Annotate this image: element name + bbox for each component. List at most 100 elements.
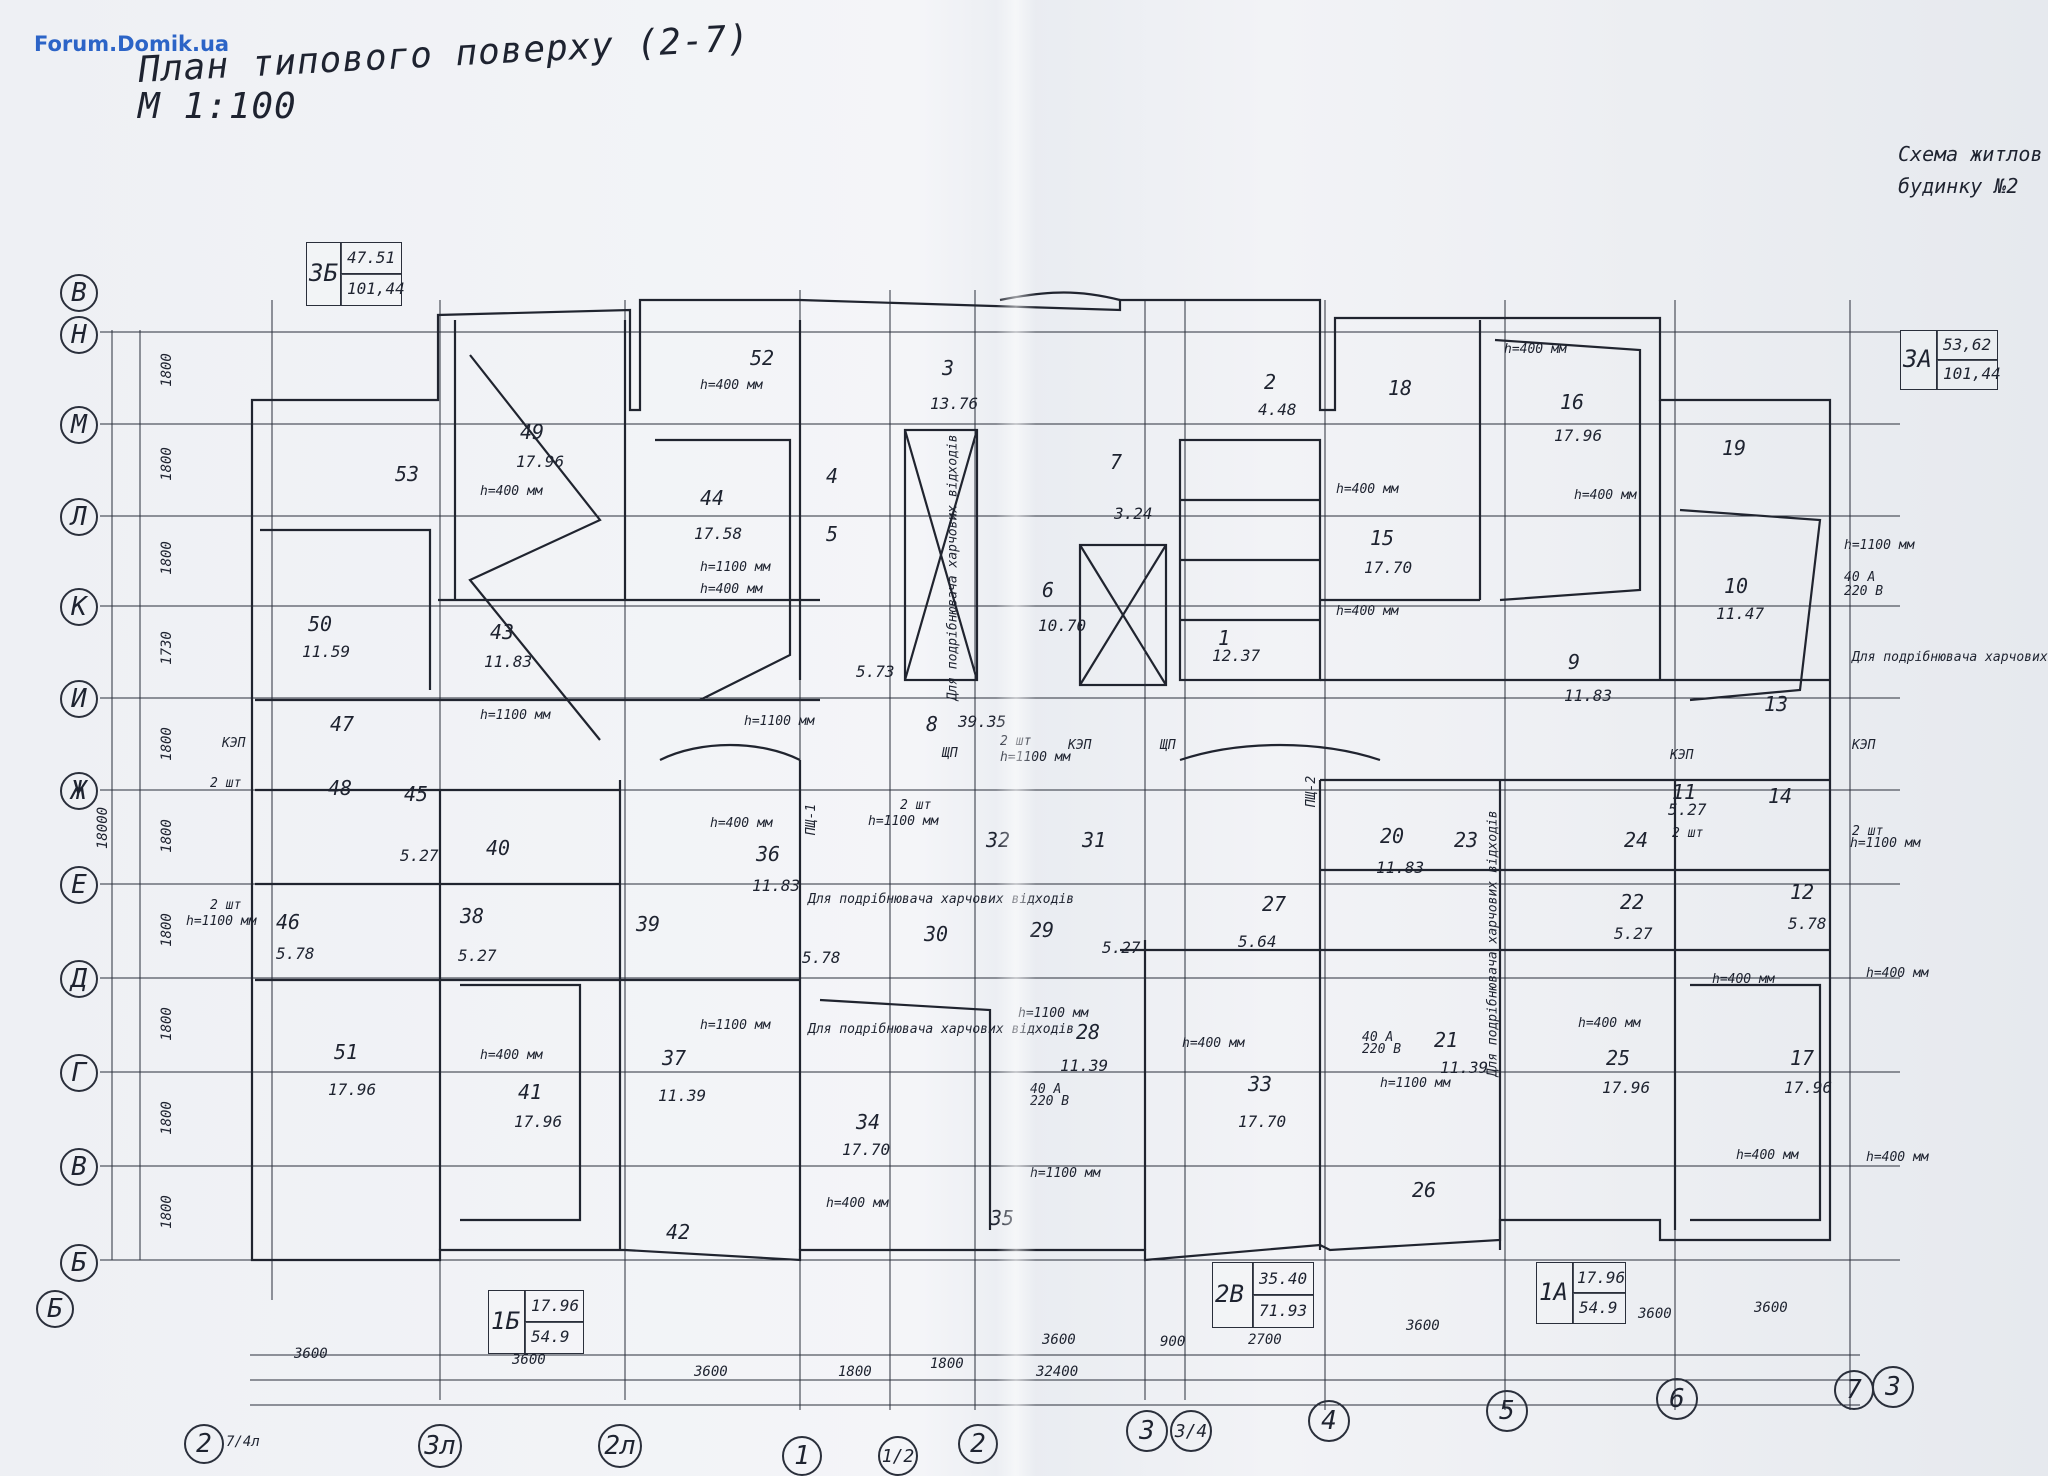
row-axis-marker: Н [60,316,98,354]
apartment-total-area: 54.9 [531,1327,570,1346]
height-label: h=400 мм [1336,482,1399,497]
room-area: 17.96 [516,452,565,471]
room-number: 10 [1724,574,1749,598]
room-area: 11.83 [484,652,533,671]
room-area: 17.96 [1602,1078,1651,1097]
dimension-label: 3600 [1406,1318,1440,1334]
apartment-total-area: 54.9 [1579,1298,1618,1317]
apartment-code-box: 1А [1536,1262,1574,1324]
room-area: 3.24 [1114,504,1153,523]
dimension-total: 32400 [1036,1364,1079,1380]
apartment-total-box: 101,44 [340,273,405,306]
apartment-living-area: 47.51 [347,248,396,267]
room-number: 51 [334,1040,359,1064]
dimension-label: 1730 [158,631,175,665]
apartment-total-box: 101,44 [1936,359,2001,390]
room-number: 52 [750,346,775,370]
panel-label: ПЩ-1 [804,803,820,836]
column-axis-marker: 3л [418,1424,462,1468]
room-area: 5.27 [1668,800,1707,819]
watermark: Forum.Domik.ua [34,32,230,56]
height-label: h=1100 мм [1850,836,1921,851]
room-number: 43 [490,620,515,644]
room-number: 21 [1434,1028,1459,1052]
apartment-total-area: 101,44 [1943,364,2001,383]
room-number: 34 [856,1110,881,1134]
apartment-code: 1А [1539,1278,1568,1306]
room-number: 20 [1380,824,1405,848]
panel-label: ЩП [1160,738,1176,753]
room-number: 47 [330,712,355,736]
room-area: 11.39 [1440,1058,1489,1077]
quantity-label: 2 шт [1672,826,1704,841]
apartment-living-box: 53,62 [1936,330,1998,361]
room-number: 45 [404,782,429,806]
height-label: h=1100 мм [744,714,815,729]
dimension-label: 3600 [1754,1300,1788,1316]
room-number: 2 [1264,370,1277,394]
room-number: 1 [1218,626,1231,650]
rating-label: 220 В [1844,584,1884,599]
apartment-living-area: 53,62 [1943,335,1992,354]
panel-label: ПЩ-2 [1304,775,1320,808]
dimension-label: 1800 [838,1364,872,1380]
row-axis-marker: М [60,406,98,444]
room-area: 17.70 [1238,1112,1287,1131]
rating-label: 220 В [1362,1042,1402,1057]
room-number: 46 [276,910,301,934]
rating-label: 220 В [1030,1094,1070,1109]
room-number: 31 [1082,828,1107,852]
appliance-note: Для подрібнювача харчових відходів [1485,810,1501,1077]
height-label: h=400 мм [710,816,773,831]
room-area: 5.27 [1614,924,1653,943]
room-number: 8 [926,712,939,736]
dimension-label: 1800 [158,353,175,387]
room-area: 11.83 [1564,686,1613,705]
column-axis-marker: 3 [1126,1410,1168,1452]
room-area: 11.39 [658,1086,707,1105]
room-number: 37 [662,1046,687,1070]
height-label: h=1100 мм [1380,1076,1451,1091]
height-label: h=400 мм [1866,966,1929,981]
room-area: 5.27 [1102,938,1141,957]
dimension-label: 900 [1160,1334,1186,1350]
height-label: h=1100 мм [1844,538,1915,553]
room-number: 53 [395,462,420,486]
room-area: 13.76 [930,394,979,413]
room-number: 30 [924,922,949,946]
room-area: 5.78 [802,948,841,967]
column-axis-marker: 2л [598,1424,642,1468]
height-label: h=1100 мм [868,814,939,829]
dimension-total: 18000 [95,806,112,850]
apartment-code-box: 3Б [306,242,342,306]
row-axis-marker: Ж [60,772,98,810]
height-label: h=400 мм [1736,1148,1799,1163]
column-axis-marker: 5 [1486,1390,1528,1432]
apartment-total-box: 54.9 [524,1321,584,1354]
quantity-label: 2 шт [1852,824,1884,839]
dimension-label: 1800 [158,727,175,761]
room-number: 22 [1620,890,1645,914]
room-area: 5.27 [458,946,497,965]
room-number: 4 [826,464,839,488]
apartment-total-area: 71.93 [1259,1301,1308,1320]
apartment-code: 2В [1215,1280,1244,1308]
height-label: h=400 мм [1182,1036,1245,1051]
height-label: h=400 мм [1866,1150,1929,1165]
drawing-scale: М 1:100 [138,86,297,127]
apartment-living-area: 35.40 [1259,1269,1308,1288]
room-number: 19 [1722,436,1747,460]
rating-label: 40 А [1362,1030,1394,1045]
height-label: h=400 мм [826,1196,889,1211]
apartment-living-box: 17.96 [524,1290,584,1323]
apartment-code: 3Б [309,259,338,287]
room-number: 36 [756,842,781,866]
row-axis-marker: Г [60,1054,98,1092]
apartment-total-box: 71.93 [1252,1294,1314,1328]
room-number: 16 [1560,390,1585,414]
apartment-living-box: 17.96 [1572,1262,1626,1294]
room-area: 5.64 [1238,932,1277,951]
room-area: 39.35 [958,712,1007,731]
column-axis-marker: 7 [1834,1370,1874,1410]
